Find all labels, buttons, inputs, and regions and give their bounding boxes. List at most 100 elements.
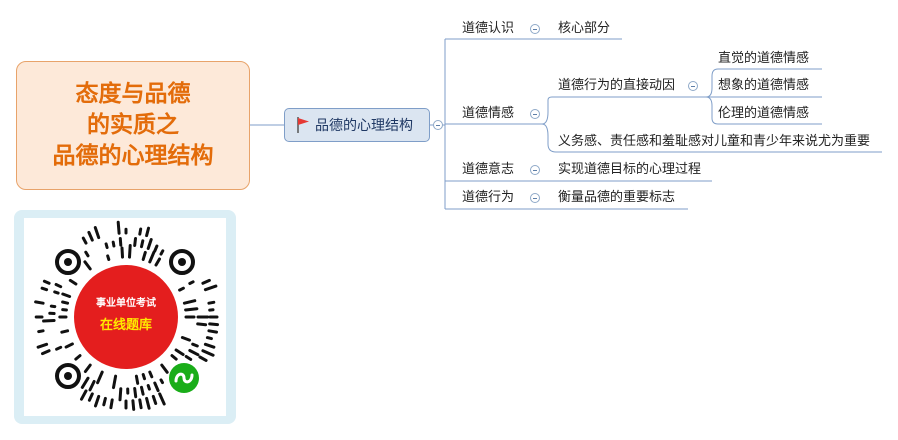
qr-pattern-dash — [140, 239, 145, 249]
qr-pattern-dash — [158, 392, 166, 406]
qr-pattern-dash — [40, 286, 49, 292]
mini-program-code-icon: 事业单位考试 在线题库 — [34, 220, 219, 411]
red-flag-icon — [297, 117, 309, 133]
qr-pattern-dash — [53, 290, 60, 295]
topic-title-box: 态度与品德 的实质之 品德的心理结构 — [16, 61, 250, 190]
qr-pattern-dash — [208, 322, 219, 327]
qr-pattern-dash — [81, 236, 88, 245]
qr-pattern-dash — [42, 319, 56, 323]
qr-pattern-dash — [68, 278, 78, 286]
title-line-1: 态度与品德 — [75, 81, 191, 107]
qr-pattern-dash — [83, 363, 92, 373]
qr-pattern-dash — [109, 398, 114, 410]
qr-pattern-dash — [154, 257, 161, 267]
emotion-note[interactable]: 义务感、责任感和羞耻感对儿童和青少年来说尤为重要 — [558, 134, 871, 149]
qr-pattern-dash — [196, 322, 208, 327]
behavior-detail[interactable]: 衡量品德的重要标志 — [558, 190, 676, 205]
branch-behavior[interactable]: 道德行为 — [462, 190, 515, 205]
qr-pattern-dash — [42, 279, 51, 285]
qr-pattern-dash — [205, 336, 213, 341]
qr-pattern-dash — [207, 329, 218, 334]
qr-pattern-dash — [80, 389, 88, 401]
qr-pattern-dash — [182, 299, 197, 305]
qr-pattern-dash — [55, 345, 63, 351]
emotion-type-intuitive[interactable]: 直觉的道德情感 — [718, 51, 810, 66]
qr-pattern-dash — [203, 342, 216, 349]
qr-pattern-dash — [160, 363, 169, 374]
qr-pattern-dash — [84, 250, 90, 258]
collapse-toggle-cognition[interactable] — [530, 24, 540, 34]
qr-pattern-dash — [83, 260, 92, 271]
qr-pattern-dash — [159, 378, 164, 385]
qr-pattern-dash — [104, 242, 109, 249]
central-topic-node[interactable]: 品德的心理结构 — [284, 108, 430, 142]
title-line-3: 品德的心理结构 — [52, 143, 214, 169]
qr-pattern-dash — [116, 220, 121, 235]
collapse-toggle-emotion[interactable] — [530, 109, 540, 119]
qr-pattern-dash — [207, 300, 216, 305]
qr-pattern-dash — [153, 381, 160, 393]
qr-badge-circle — [74, 265, 178, 369]
qr-pattern-dash — [145, 396, 151, 410]
qr-pattern-dash — [146, 238, 153, 250]
qr-pattern-dash — [140, 385, 145, 396]
qr-pattern-dash — [184, 355, 193, 361]
qr-pattern-dash — [54, 283, 63, 289]
branch-cognition[interactable]: 道德认识 — [462, 21, 515, 36]
qr-pattern-dash — [198, 355, 208, 362]
qr-pattern-dash — [203, 284, 218, 292]
qr-pattern-dash — [94, 394, 101, 408]
qr-pattern-dash — [138, 398, 143, 410]
qr-pattern-dash — [188, 280, 195, 285]
qr-pattern-dash — [87, 392, 94, 402]
qr-pattern-dash — [188, 349, 200, 357]
branch-will[interactable]: 道德意志 — [462, 162, 515, 177]
qr-pattern-dash — [133, 387, 138, 399]
qr-pattern-dash — [148, 370, 154, 379]
qr-pattern-dash — [180, 336, 191, 342]
qr-pattern-dash — [134, 374, 140, 385]
qr-pattern-dash — [191, 342, 199, 348]
qr-line-2: 在线题库 — [100, 317, 152, 333]
collapse-toggle-behavior[interactable] — [530, 193, 540, 203]
collapse-toggle-center[interactable] — [433, 120, 443, 130]
qr-pattern-dash — [120, 246, 124, 259]
collapse-toggle-motive[interactable] — [688, 81, 698, 91]
qr-pattern-dash — [37, 329, 45, 334]
branch-emotion[interactable]: 道德情感 — [462, 106, 515, 121]
qr-pattern-dash — [60, 329, 70, 334]
qr-line-1: 事业单位考试 — [96, 296, 156, 309]
qr-pattern-dash — [88, 380, 96, 392]
qr-pattern-dash — [138, 227, 143, 236]
qr-pattern-dash — [112, 374, 118, 390]
qr-pattern-dash — [146, 384, 151, 391]
emotion-motive[interactable]: 道德行为的直接动因 — [558, 78, 676, 93]
cognition-detail[interactable]: 核心部分 — [558, 21, 611, 36]
qr-pattern-dash — [159, 249, 165, 256]
qr-pattern-dash — [61, 292, 72, 298]
qr-pattern-dash — [141, 373, 146, 381]
collapse-toggle-will[interactable] — [530, 165, 540, 175]
qr-pattern-dash — [184, 307, 199, 312]
qr-pattern-dash — [102, 396, 107, 407]
qr-pattern-dash — [201, 349, 215, 357]
qr-pattern-dash — [133, 237, 137, 247]
will-detail[interactable]: 实现道德目标的心理过程 — [558, 162, 702, 177]
central-topic-label: 品德的心理结构 — [315, 118, 413, 134]
qr-pattern-dash — [178, 286, 185, 292]
qr-pattern-dash — [34, 300, 45, 305]
qr-pattern-dash — [80, 376, 90, 389]
qr-pattern-dash — [93, 226, 101, 240]
qr-pattern-dash — [111, 240, 116, 248]
title-line-2: 的实质之 — [87, 112, 179, 138]
qr-pattern-dash — [64, 342, 74, 349]
qr-pattern-dash — [141, 250, 147, 261]
qr-pattern-dash — [170, 354, 178, 361]
qr-pattern-dash — [118, 387, 123, 402]
qr-pattern-dash — [145, 226, 150, 238]
qr-pattern-dash — [174, 348, 185, 356]
qr-pattern-dash — [74, 354, 82, 361]
emotion-type-imaginative[interactable]: 想象的道德情感 — [718, 78, 810, 93]
qr-pattern-dash — [49, 304, 57, 309]
emotion-type-ethical[interactable]: 伦理的道德情感 — [718, 106, 810, 121]
